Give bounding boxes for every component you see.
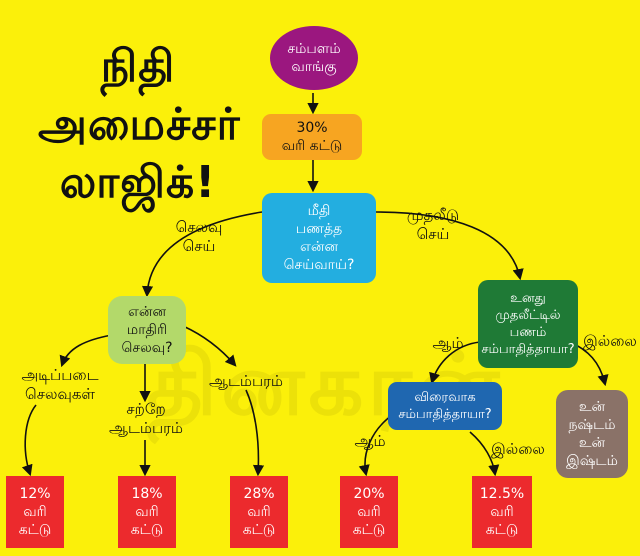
result-tax-20: 20% வரி கட்டு	[340, 476, 398, 548]
arrow-spend-to-luxury	[182, 325, 237, 367]
result-rate: 28%	[243, 486, 275, 502]
arrow-spend-to-basic	[59, 334, 113, 368]
spend-type-node: என்ன மாதிரி செலவு?	[108, 296, 186, 364]
invest-yes-label: ஆம்	[432, 334, 464, 352]
result-text: வரி கட்டு	[18, 504, 52, 538]
quick-profit-node: விரைவாக சம்பாதித்தாயா?	[388, 382, 502, 430]
arrow-question-to-invest	[375, 211, 524, 281]
loss-node: உன் நஷ்டம் உன் இஷ்டம்	[556, 390, 628, 478]
loss-label: உன் நஷ்டம் உன் இஷ்டம்	[566, 399, 618, 469]
arrow-question-to-spend	[141, 211, 263, 298]
title-line-3: லாஜிக்!	[59, 157, 217, 208]
result-rate: 12.5%	[479, 486, 525, 502]
result-text: வரி கட்டு	[352, 504, 386, 538]
luxury-label: ஆடம்பரம்	[209, 372, 283, 390]
title-line-2: அமைச்சர்	[38, 99, 241, 150]
basic-expense-label: அடிப்படை செலவுகள்	[21, 366, 99, 403]
arrow-luxury-to-28	[245, 389, 265, 477]
result-rate: 20%	[353, 486, 385, 502]
result-text: வரி கட்டு	[130, 504, 164, 538]
arrow-basic-to-12	[21, 404, 37, 477]
result-tax-28: 28% வரி கட்டு	[230, 476, 288, 548]
main-question-label: மீதி பணத்த என்ன செய்வாய்?	[283, 203, 355, 273]
result-rate: 18%	[131, 486, 163, 502]
start-node: சம்பளம் வாங்கு	[270, 26, 358, 90]
invest-no-label: இல்லை	[583, 332, 637, 350]
quick-profit-label: விரைவாக சம்பாதித்தாயா?	[398, 390, 492, 422]
result-rate: 12%	[19, 486, 51, 502]
quick-no-label: இல்லை	[491, 440, 545, 458]
arrow-invest-to-yes	[429, 341, 481, 385]
moderate-luxury-label: சற்றே ஆடம்பரம்	[109, 400, 183, 437]
result-tax-18: 18% வரி கட்டு	[118, 476, 176, 548]
result-tax-12-5: 12.5% வரி கட்டு	[472, 476, 532, 548]
investment-profit-label: உனது முதலீட்டில் பணம் சம்பாதித்தாயா?	[481, 291, 575, 357]
result-tax-12: 12% வரி கட்டு	[6, 476, 64, 548]
quick-yes-label: ஆம்	[354, 432, 386, 450]
main-question-node: மீதி பணத்த என்ன செய்வாய்?	[262, 193, 376, 283]
invest-label: முதலீடு செய்	[406, 206, 460, 243]
tax-30-node: 30% வரி கட்டு	[262, 114, 362, 160]
page-title: நிதி அமைச்சர் லாஜிக்!	[38, 38, 241, 212]
spend-type-label: என்ன மாதிரி செலவு?	[121, 304, 173, 356]
tax-30-label: 30% வரி கட்டு	[281, 120, 343, 154]
result-text: வரி கட்டு	[242, 504, 276, 538]
title-line-1: நிதி	[100, 41, 176, 92]
result-text: வரி கட்டு	[485, 504, 519, 538]
investment-profit-node: உனது முதலீட்டில் பணம் சம்பாதித்தாயா?	[478, 280, 578, 368]
spend-label: செலவு செய்	[175, 218, 223, 255]
arrow-quick-to-no	[469, 431, 500, 477]
start-node-label: சம்பளம் வாங்கு	[287, 41, 341, 75]
